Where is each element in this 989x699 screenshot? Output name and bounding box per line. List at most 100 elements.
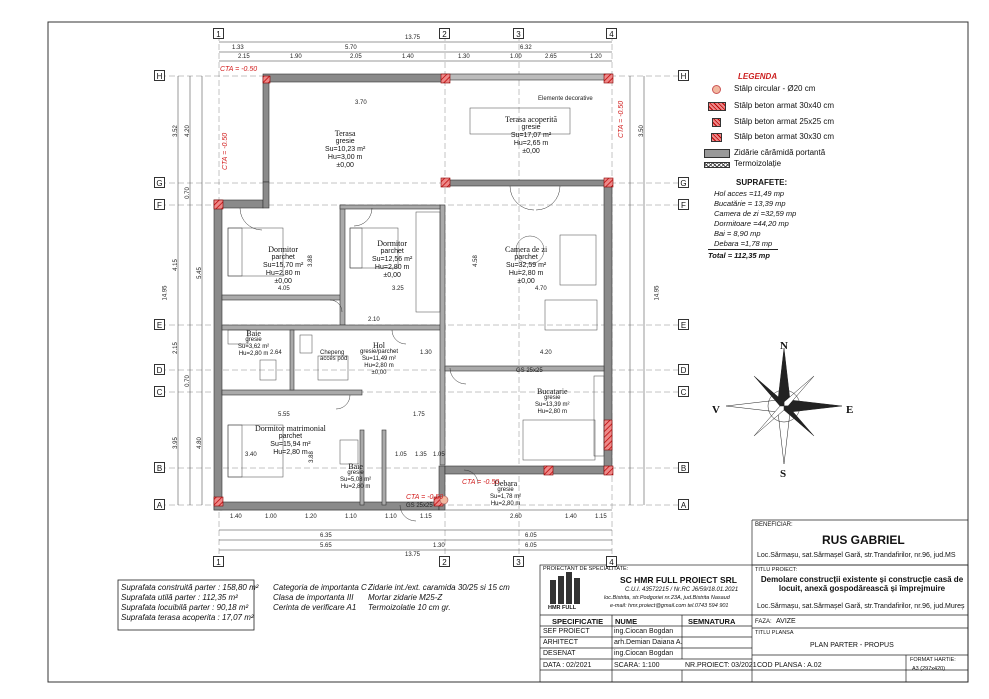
- company-address: loc.Bistrita, str.Podgoriei nr.23A, jud.…: [604, 595, 730, 601]
- cta-bottom-2: CTA = -0.50: [406, 494, 444, 501]
- beneficiar-address: Loc.Sărmașu, sat.Sărmașel Gară, str.Tran…: [757, 552, 956, 559]
- dim-left-3: 0.70: [184, 187, 191, 199]
- title-block-frame: [539, 519, 969, 683]
- surfaces-divider: [708, 249, 778, 250]
- dim-bot-5: 1.10: [385, 514, 397, 520]
- dim-bot-2: 1.00: [265, 514, 277, 520]
- cta-right: CTA = -0.50: [618, 100, 625, 138]
- cod-plansa-value: COD PLANSA : A.02: [757, 662, 822, 669]
- row-desenat-label: DESENAT: [543, 650, 576, 657]
- cta-left: CTA = -0.50: [222, 132, 229, 170]
- inner-dim-6: 2.64: [270, 350, 282, 356]
- label-elemente: Elemente decorative: [538, 96, 593, 102]
- axis-left-b: B: [154, 462, 165, 473]
- format-label: FORMAT HARTIE:: [910, 657, 956, 663]
- plansa-label: TITLU PLANSA: [755, 630, 794, 636]
- inner-dim-17: 3.70: [355, 100, 367, 106]
- axis-right-d: D: [678, 364, 689, 375]
- compass-w: V: [712, 404, 720, 416]
- brick-wall-icon: [704, 149, 730, 158]
- insulation-icon: [704, 162, 730, 168]
- dim-left-9: 4.80: [196, 437, 203, 449]
- dim-top2-8: 1.20: [590, 54, 602, 60]
- header-semnatura: SEMNATURA: [688, 617, 736, 626]
- row-desenat-name: ing.Ciocan Bogdan: [614, 650, 674, 657]
- label-col-25: GS 25x25: [516, 368, 543, 374]
- proiectant-label: PROIECTANT DE SPECIALITATE:: [543, 566, 629, 572]
- dim-bot3-3: 6.05: [525, 543, 537, 549]
- axis-top-1: 1: [213, 28, 224, 39]
- dim-top-1: 1.33: [232, 45, 244, 51]
- surface-item: Hol acces =11,49 mp: [714, 189, 785, 198]
- beneficiar-name: RUS GABRIEL: [822, 533, 905, 547]
- company-cui: C.U.I. 43572215 / Nr.RC J6/59/18.01.2021: [625, 587, 739, 593]
- dim-bot-7: 2.60: [510, 514, 522, 520]
- inner-dim-12: 1.75: [413, 412, 425, 418]
- inner-dim-16: 1.05: [433, 452, 445, 458]
- logo-text: HMR FULL: [548, 605, 577, 611]
- compass-rose: [725, 347, 843, 465]
- dim-bot-4: 1.10: [345, 514, 357, 520]
- axis-left-g: G: [154, 177, 165, 188]
- round-columns: [439, 495, 449, 505]
- axis-right-e: E: [678, 319, 689, 330]
- legend-title: LEGENDA: [738, 72, 778, 81]
- dim-top2-7: 2.65: [545, 54, 557, 60]
- dim-top2-5: 1.30: [458, 54, 470, 60]
- surface-item: Camera de zi =32,59 mp: [714, 209, 797, 218]
- axis-bottom-3: 3: [513, 556, 524, 567]
- cta-bottom-1: CTA = -0.50: [462, 479, 500, 486]
- column-hatch-icon: [712, 118, 721, 127]
- circle-column-icon: [712, 85, 721, 94]
- material-lines: Zidarie int./ext. caramida 30/25 si 15 c…: [368, 583, 510, 612]
- inner-dim-4: 3.88: [307, 255, 314, 267]
- column-hatch-icon: [708, 102, 726, 111]
- sheet-border: [47, 21, 969, 683]
- summary-box: [117, 579, 255, 631]
- dim-overall-bottom: 13.75: [405, 552, 421, 558]
- axis-top-3: 3: [513, 28, 524, 39]
- company-logo: [550, 572, 580, 604]
- inner-dim-2: 3.25: [392, 286, 404, 292]
- axis-bottom-1: 1: [213, 556, 224, 567]
- surface-item: Debara =1,78 mp: [714, 239, 773, 248]
- dim-left-5: 5.45: [196, 267, 203, 279]
- titlu-proiect: Demolare construcții existente și constr…: [760, 575, 964, 593]
- scara-value: SCARA: 1:100: [614, 662, 660, 669]
- inner-dim-13: 3.88: [308, 451, 315, 463]
- columns: [213, 73, 614, 507]
- row-arhitect-label: ARHITECT: [543, 639, 578, 646]
- dim-top2-6: 1.00: [510, 54, 522, 60]
- dim-bot-9: 1.15: [595, 514, 607, 520]
- axis-right-a: A: [678, 499, 689, 510]
- inner-dim-9: 4.20: [540, 350, 552, 356]
- titlu-label: TITLU PROIECT:: [755, 567, 798, 573]
- dim-left-7: 0.70: [184, 375, 191, 387]
- cta-top: CTA = -0.50: [220, 66, 258, 73]
- faza-label: FAZA:: [755, 619, 772, 625]
- dim-top2-2: 1.90: [290, 54, 302, 60]
- surface-item: Dormitoare =44,20 mp: [714, 219, 789, 228]
- doors: [239, 185, 561, 522]
- axis-left-c: C: [154, 386, 165, 397]
- axis-left-h: H: [154, 70, 165, 81]
- data-value: DATA : 02/2021: [543, 662, 592, 669]
- dim-bot3-2: 1.30: [433, 543, 445, 549]
- dim-left-4: 4.15: [172, 259, 179, 271]
- row-arhitect-name: arh.Demian Daiana A.: [614, 639, 683, 646]
- axis-bottom-4: 4: [606, 556, 617, 567]
- dim-bot-8: 1.40: [565, 514, 577, 520]
- axis-top-4: 4: [606, 28, 617, 39]
- dim-top2-4: 1.40: [402, 54, 414, 60]
- plansa-value: PLAN PARTER - PROPUS: [810, 642, 894, 649]
- surfaces-title: SUPRAFETE:: [736, 178, 788, 187]
- titlu-address: Loc.Sărmașu, sat.Sărmașel Gară, str.Tran…: [757, 603, 965, 610]
